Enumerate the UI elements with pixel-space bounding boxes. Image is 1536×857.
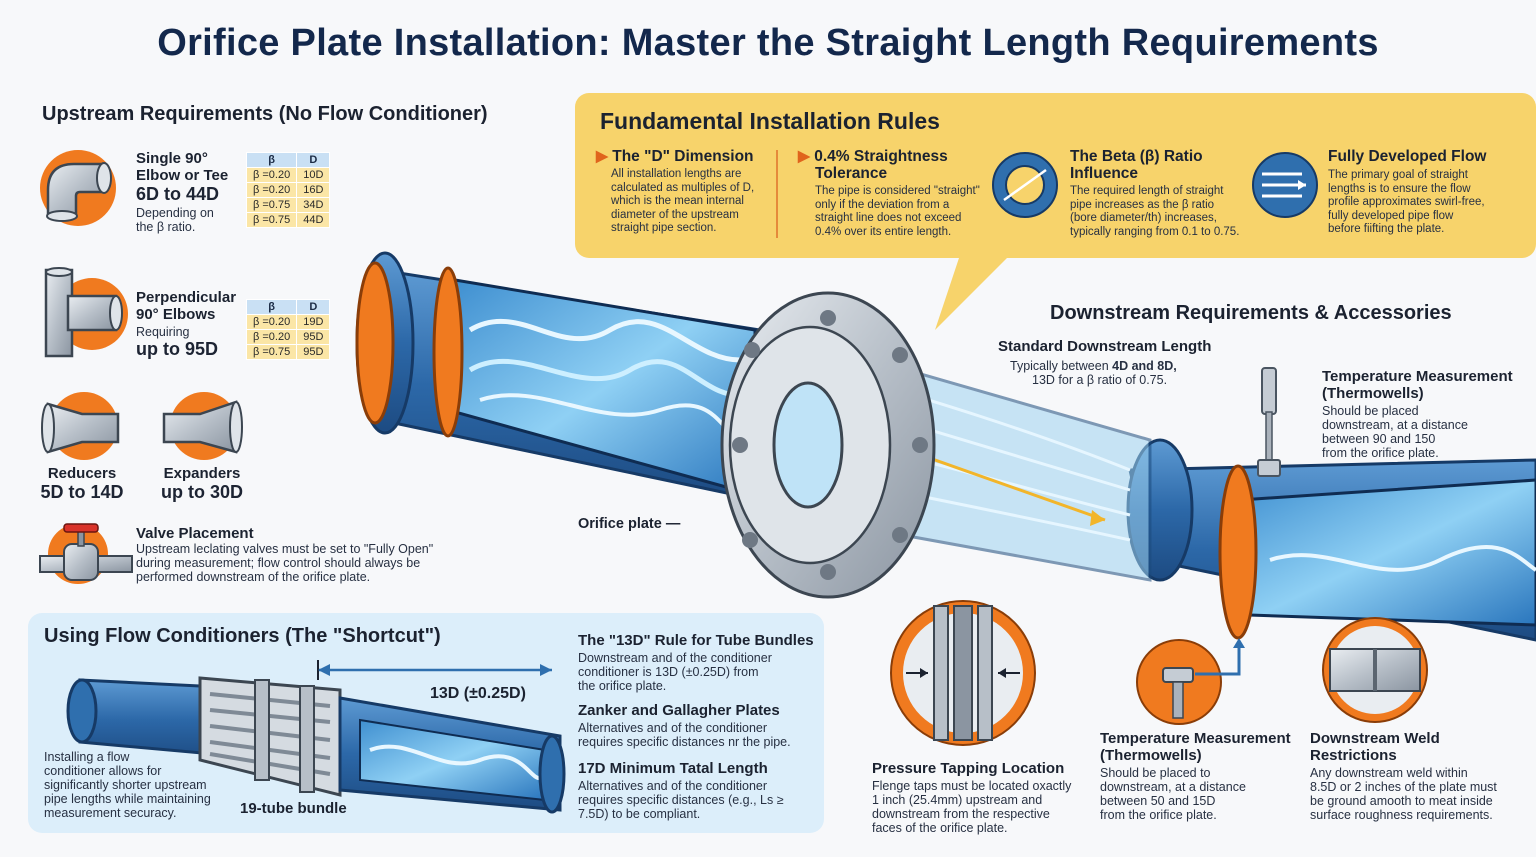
rule-13d: The "13D" Rule for Tube Bundles Downstre… <box>578 632 814 693</box>
reducer-icon <box>41 392 120 460</box>
weld-text: Downstream Weld Restrictions Any downstr… <box>1310 730 1497 822</box>
rules-divider <box>776 150 778 238</box>
standard-downstream: Standard Downstream Length Typically bet… <box>998 338 1212 387</box>
page-title: Orifice Plate Installation: Master the S… <box>157 22 1379 64</box>
pressure-tap-text: Pressure Tapping Location Flenge taps mu… <box>872 760 1072 835</box>
rule-developed-flow: Fully Developed Flow The primary goal of… <box>1328 148 1487 235</box>
valve-text: Valve Placement Upstream leclating valve… <box>136 525 434 584</box>
thermowell-bottom-text: Temperature Measurement (Thermowells) Sh… <box>1100 730 1291 822</box>
tube-bundle-illustration <box>66 660 566 814</box>
expanders-text: Expanders up to 30D <box>160 465 243 502</box>
tee-icon <box>44 267 128 358</box>
upstream-heading: Upstream Requirements (No Flow Condition… <box>42 103 488 125</box>
thermowell-top-text: Temperature Measurement (Thermowells) Sh… <box>1322 368 1513 460</box>
orifice-flange <box>720 291 936 599</box>
rules-heading: Fundamental Installation Rules <box>600 108 940 134</box>
downstream-heading: Downstream Requirements & Accessories <box>1050 302 1452 324</box>
valve-icon <box>39 523 133 584</box>
pressure-tap-icon <box>890 600 1036 746</box>
thermowell-top <box>1257 367 1281 477</box>
beta-ratio-icon <box>992 152 1058 218</box>
bundle-label: 19-tube bundle <box>240 800 347 817</box>
rule-d-dimension: ▶ The "D" Dimension All installation len… <box>596 148 755 234</box>
elbow-icon <box>40 150 116 226</box>
arrow-icon: ▶ <box>596 148 608 165</box>
rule-beta: The Beta (β) Ratio Influence The require… <box>1070 148 1240 238</box>
weld-icon <box>1322 617 1428 723</box>
reducers-text: Reducers 5D to 14D <box>40 465 124 502</box>
conditioner-dimension: 13D (±0.25D) <box>430 685 526 702</box>
expander-icon <box>162 392 243 460</box>
min-17d-length: 17D Minimum Tatal Length Alternatives an… <box>578 760 784 821</box>
rule-straightness: ▶ 0.4% Straightness Tolerance The pipe i… <box>798 148 980 238</box>
orifice-plate-label: Orifice plate — <box>578 516 681 532</box>
flow-lines-icon <box>1252 152 1318 218</box>
zanker-plates: Zanker and Gallagher Plates Alternatives… <box>578 702 791 749</box>
perp-text: Perpendicular 90° Elbows Requiring up to… <box>136 289 237 359</box>
elbow-text: Single 90° Elbow or Tee 6D to 44D Depend… <box>136 150 229 234</box>
conditioner-heading: Using Flow Conditioners (The "Shortcut") <box>44 625 441 647</box>
thermowell-detail-icon <box>1136 638 1245 725</box>
arrow-icon: ▶ <box>798 148 810 165</box>
